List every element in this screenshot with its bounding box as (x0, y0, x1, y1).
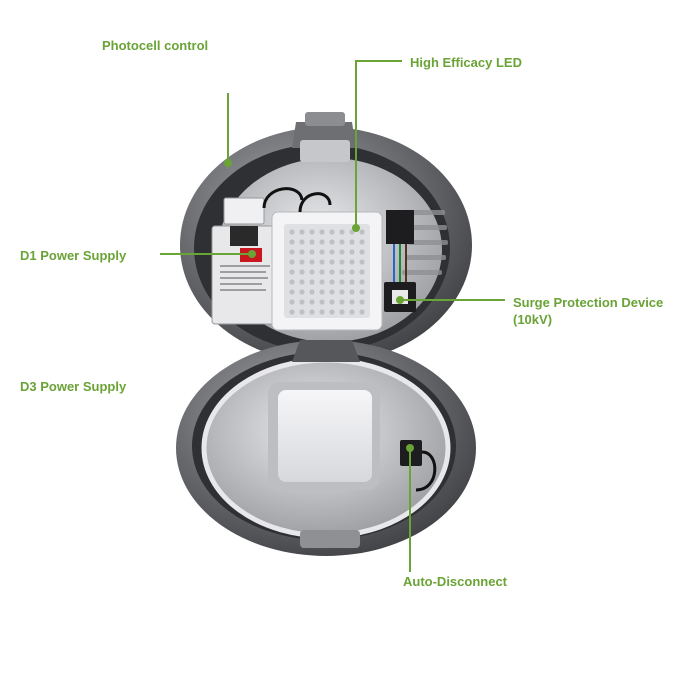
label-surge-protection-device: Surge Protection Device (10kV) (513, 295, 664, 327)
label-d3-power-supply: D3 Power Supply (20, 379, 127, 394)
lower-housing (176, 340, 476, 556)
d1-driver (211, 197, 279, 325)
label-auto-disconnect: Auto-Disconnect (403, 574, 507, 589)
label-high-efficacy-led: High Efficacy LED (410, 55, 522, 70)
photocell-housing (292, 112, 356, 162)
leader-dots (224, 159, 414, 452)
label-photocell-control: Photocell control (102, 38, 209, 53)
label-d1-power-supply: D1 Power Supply (20, 248, 127, 263)
led-board (262, 187, 383, 331)
leader-lines (160, 60, 505, 572)
